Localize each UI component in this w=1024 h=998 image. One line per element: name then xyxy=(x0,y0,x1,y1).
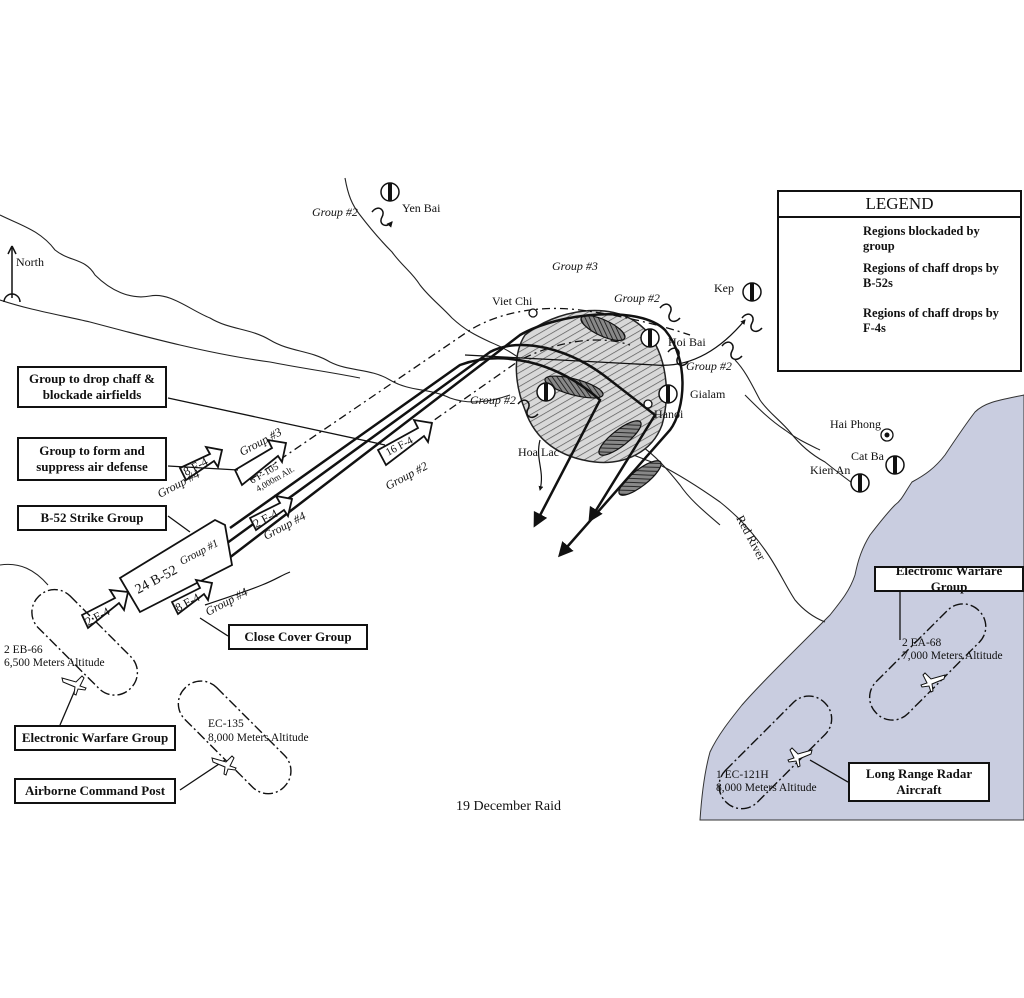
blockade-kep-icon xyxy=(741,313,763,333)
airfield-hoi-bai-icon xyxy=(640,328,660,348)
legend-title: LEGEND xyxy=(779,192,1020,218)
north-arrow-icon xyxy=(3,245,21,303)
hanoi-city-icon xyxy=(643,399,653,409)
box-ew-group-left: Electronic Warfare Group xyxy=(14,725,176,751)
airfield-cat-ba-icon xyxy=(885,455,905,475)
group-label-3-top: Group #3 xyxy=(552,259,598,273)
orbit-ec121-alt: 8,000 Meters Altitude xyxy=(716,782,817,794)
flight-tracks xyxy=(189,307,746,606)
orbits xyxy=(31,588,987,810)
box-air-defense-group: Group to form and suppress air defense xyxy=(17,437,167,481)
airfield-kien-an-icon xyxy=(850,473,870,493)
orbit-eb66-alt: 6,500 Meters Altitude xyxy=(4,657,105,669)
f4-2-mid-arrow xyxy=(248,494,294,532)
blockade-hoi-bai-icon xyxy=(667,347,689,367)
box-chaff-group: Group to drop chaff & blockade airfields xyxy=(17,366,167,408)
group-label-2-hoa-lac: Group #2 xyxy=(470,393,516,407)
place-hoa-lac: Hoa Lac xyxy=(518,445,559,459)
f4-8-upper-arrow xyxy=(178,445,224,482)
orbit-ec135-alt: 8,000 Meters Altitude xyxy=(208,732,309,744)
orbit-ec135: EC-135 xyxy=(208,718,244,730)
map-caption: 19 December Raid xyxy=(456,799,561,814)
place-kep: Kep xyxy=(714,281,734,295)
eb66-aircraft-icon xyxy=(61,675,87,696)
orbit-ea68-alt: 7,000 Meters Altitude xyxy=(902,650,1003,662)
ec135-aircraft-icon xyxy=(211,755,237,776)
box-airborne-command-post: Airborne Command Post xyxy=(14,778,176,804)
hai-phong-city-icon xyxy=(880,428,894,442)
airfield-gialam-icon xyxy=(658,384,678,404)
b52-main-arrow xyxy=(118,518,234,614)
aircraft-icons xyxy=(61,672,946,776)
blockade-hoi-bai-2-icon xyxy=(721,341,743,361)
blockade-top-icon xyxy=(659,303,681,323)
box-long-range-radar: Long Range Radar Aircraft xyxy=(848,762,990,802)
group-label-2-kep: Group #2 xyxy=(614,291,660,305)
blockade-hoa-lac-icon xyxy=(517,399,539,419)
airfield-kep-icon xyxy=(742,282,762,302)
box-strike-group: B-52 Strike Group xyxy=(17,505,167,531)
ec121-orbit xyxy=(718,695,833,810)
place-gialam: Gialam xyxy=(690,387,726,401)
airfield-hoa-lac-icon xyxy=(536,382,556,402)
group-label-yen-bai: Group #2 xyxy=(312,205,358,219)
airfield-yen-bai-icon xyxy=(380,182,400,202)
orbit-ea68: 2 EA-68 xyxy=(902,637,942,649)
legend: LEGEND Regions blockaded by group Region… xyxy=(777,190,1022,372)
compass-label: North xyxy=(16,255,44,269)
f105-arrow xyxy=(233,438,288,487)
orbit-ec121: 1 EC-121H xyxy=(716,769,769,781)
group-label-2-hoi-bai: Group #2 xyxy=(686,359,732,373)
box-ew-group-right: Electronic Warfare Group xyxy=(874,563,1024,594)
sea-area xyxy=(699,394,1024,821)
place-hoi-bai: Hoi Bai xyxy=(668,335,706,349)
connector-lines xyxy=(59,397,901,791)
place-cat-ba: Cat Ba xyxy=(851,449,885,463)
place-hanoi: Hanoi xyxy=(654,407,684,421)
airfield-symbols xyxy=(380,182,905,493)
place-hai-phong: Hai Phong xyxy=(830,417,881,431)
blockade-yen-bai-icon xyxy=(371,207,393,228)
legend-item-blockade: Regions blockaded by group xyxy=(863,224,980,253)
group-label-2-f4: Group #2 xyxy=(383,459,430,493)
place-kien-an: Kien An xyxy=(810,463,850,477)
place-red-river: Red River xyxy=(733,513,768,563)
chaff-region-b52 xyxy=(544,314,662,496)
f4-16-arrow xyxy=(376,418,434,467)
ec121-aircraft-icon xyxy=(787,747,813,768)
f4-8-lower-arrow xyxy=(170,578,214,616)
formation-arrows xyxy=(80,418,434,630)
orbit-eb66: 2 EB-66 xyxy=(4,644,43,656)
box-close-cover-group: Close Cover Group xyxy=(228,624,368,650)
legend-item-chaff-b52: Regions of chaff drops by B-52s xyxy=(863,261,999,290)
eb66-orbit xyxy=(31,588,139,696)
place-yen-bai: Yen Bai xyxy=(402,201,441,215)
ea68-aircraft-icon xyxy=(920,672,946,693)
viet-chi-city-icon xyxy=(528,308,538,318)
legend-item-chaff-f4: Regions of chaff drops by F-4s xyxy=(863,306,999,335)
ec135-orbit xyxy=(177,680,292,795)
place-viet-chi: Viet Chi xyxy=(492,294,533,308)
